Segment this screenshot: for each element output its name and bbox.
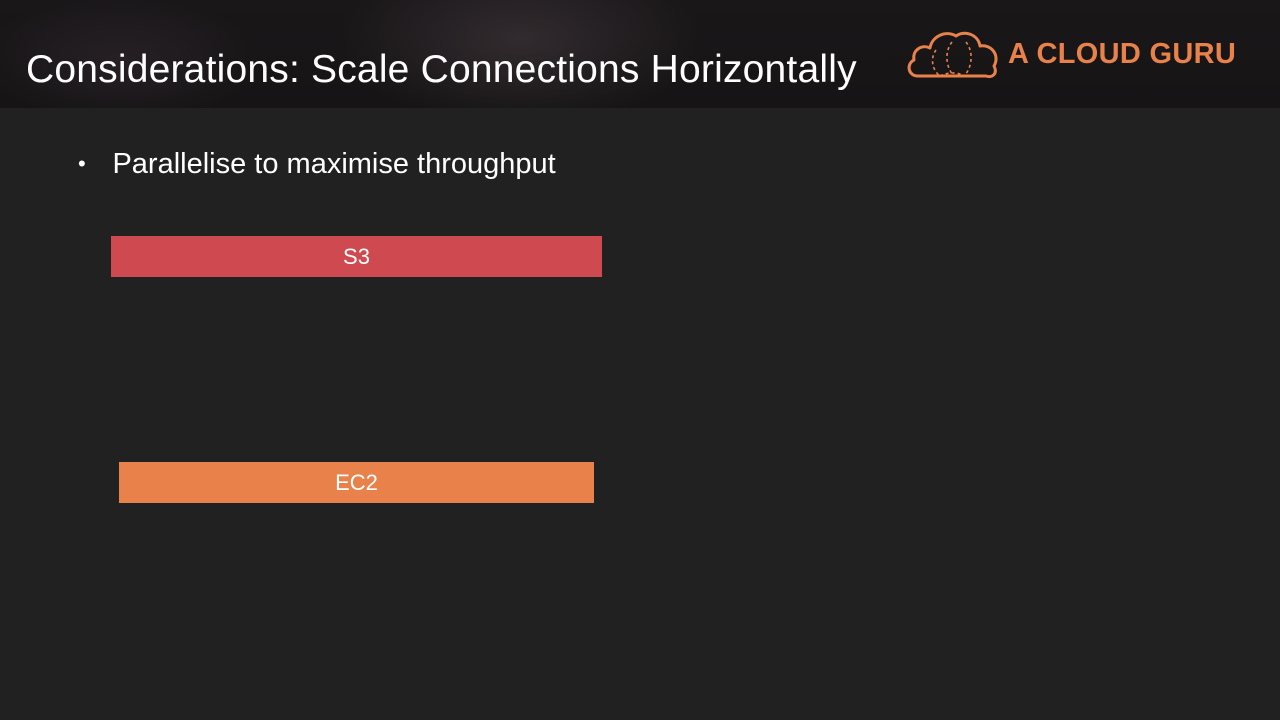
ec2-label: EC2	[335, 469, 378, 495]
ec2-box: EC2	[119, 462, 594, 503]
s3-label: S3	[343, 243, 370, 269]
brand-logo: A CLOUD GURU	[904, 28, 1250, 82]
slide-title: Considerations: Scale Connections Horizo…	[26, 48, 857, 91]
bullet-item: • Parallelise to maximise throughput	[78, 146, 556, 186]
logo-text: A CLOUD GURU	[1008, 38, 1237, 70]
s3-box: S3	[111, 236, 602, 277]
cloud-icon	[907, 31, 998, 78]
bullet-marker: •	[78, 151, 86, 176]
header-banner: Considerations: Scale Connections Horizo…	[0, 0, 1280, 108]
bullet-text: Parallelise to maximise throughput	[112, 148, 556, 180]
